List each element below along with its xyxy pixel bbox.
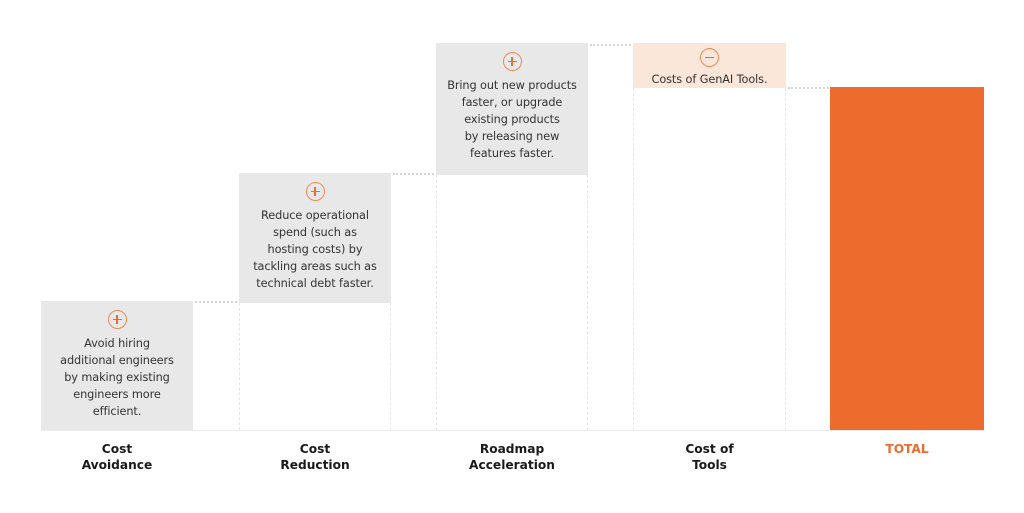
bar-roadmap-acceleration: Bring out new products faster, or upgrad… [436, 43, 588, 175]
bar-cost-of-tools-base [633, 88, 786, 430]
chart-baseline [41, 430, 984, 431]
bar-cost-reduction-base [239, 303, 391, 430]
cost-reduction-description: Reduce operational spend (such as hostin… [253, 209, 377, 290]
plus-circle-icon [107, 310, 127, 329]
bar-cost-of-tools: Costs of GenAI Tools. [633, 43, 786, 88]
connector-2 [393, 173, 434, 175]
connector-4 [788, 87, 829, 89]
label-cost-of-tools: Cost of Tools [685, 442, 734, 472]
cost-avoidance-description: Avoid hiring additional engineers by mak… [60, 337, 174, 418]
connector-1 [195, 301, 237, 303]
bar-cost-avoidance: Avoid hiring additional engineers by mak… [41, 301, 193, 430]
label-cost-reduction: Cost Reduction [280, 442, 350, 472]
minus-circle-icon [700, 48, 719, 67]
bar-roadmap-acceleration-base [436, 175, 588, 430]
roadmap-acceleration-description: Bring out new products faster, or upgrad… [447, 79, 577, 160]
label-cost-avoidance: Cost Avoidance [81, 442, 153, 472]
bar-cost-reduction: Reduce operational spend (such as hostin… [239, 173, 391, 303]
bar-total [830, 87, 984, 430]
connector-3 [590, 44, 631, 46]
label-roadmap-acceleration: Roadmap Acceleration [469, 442, 555, 472]
cost-of-tools-description: Costs of GenAI Tools. [651, 73, 768, 86]
plus-circle-icon [305, 182, 325, 201]
plus-circle-icon [502, 52, 522, 71]
label-total: TOTAL [885, 442, 929, 456]
